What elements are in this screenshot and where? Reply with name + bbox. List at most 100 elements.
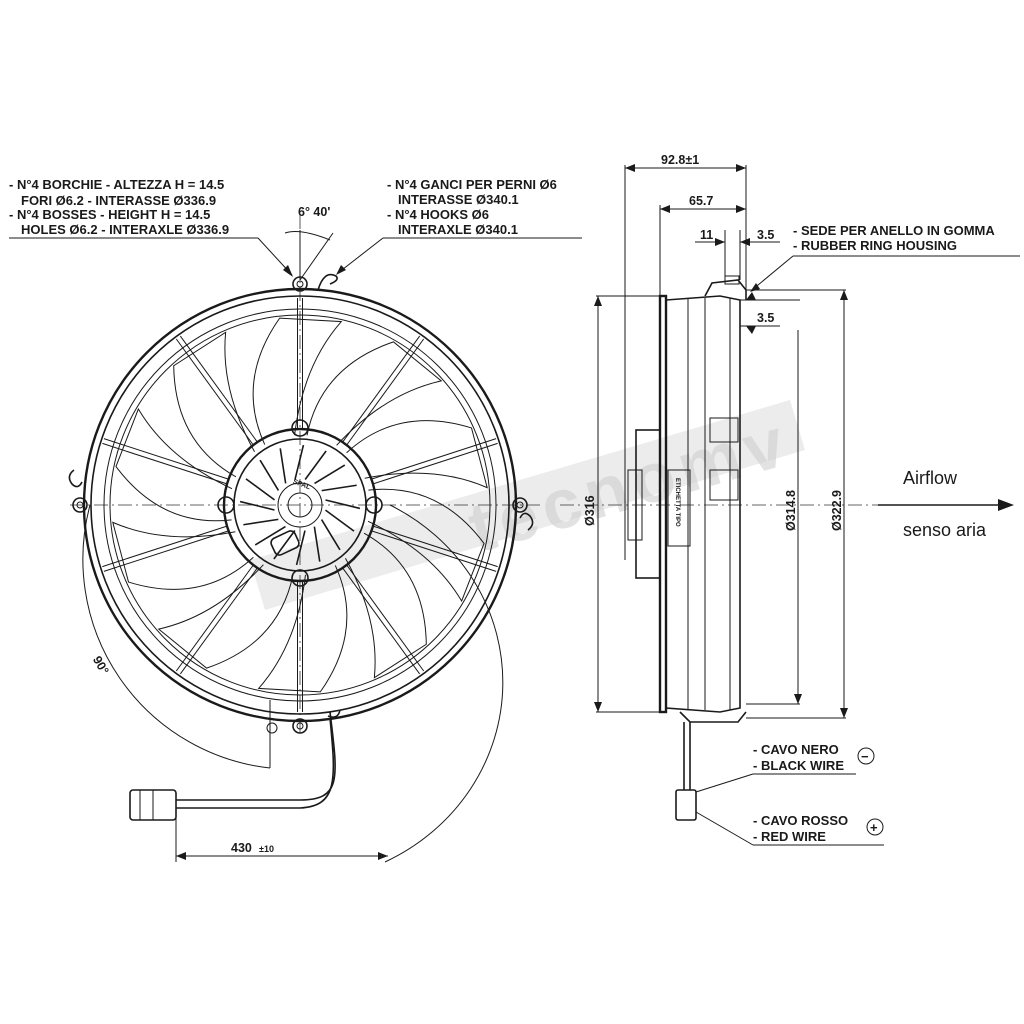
hub-screw-top bbox=[291, 419, 309, 437]
hub-screw-left bbox=[217, 496, 235, 514]
guard-spoke bbox=[372, 442, 498, 485]
angle-side-label: 90° bbox=[90, 654, 112, 677]
red-wire-line-2: - RED WIRE bbox=[753, 829, 826, 844]
shroud-outer-ring bbox=[82, 287, 518, 723]
callout-hooks: - N°4 GANCI PER PERNI Ø6 INTERASSE Ø340.… bbox=[336, 177, 582, 275]
side-motor-housing bbox=[635, 429, 661, 579]
hub-rib bbox=[279, 448, 287, 484]
guard-spoke bbox=[103, 438, 229, 480]
rubber-line-2: - RUBBER RING HOUSING bbox=[793, 238, 957, 253]
shroud-flange-ring bbox=[103, 308, 497, 702]
hub-screw-bottom bbox=[291, 569, 309, 587]
minus-symbol: − bbox=[861, 749, 869, 764]
motor-connector-plate bbox=[270, 530, 300, 556]
plus-symbol: + bbox=[870, 820, 878, 835]
bosses-line-1: - N°4 BORCHIE - ALTEZZA H = 14.5 bbox=[9, 177, 224, 192]
fan-blade bbox=[252, 317, 343, 445]
cable-length-tolerance: ±10 bbox=[259, 844, 274, 854]
rubber-line-1: - SEDE PER ANELLO IN GOMMA bbox=[793, 223, 995, 238]
guard-spoke bbox=[175, 564, 254, 672]
airflow-arrow-head bbox=[998, 499, 1014, 511]
fan-blade bbox=[367, 488, 485, 603]
bosses-line-3: - N°4 BOSSES - HEIGHT H = 14.5 bbox=[9, 207, 210, 222]
guard-spoke bbox=[102, 442, 228, 485]
airflow-label-it: senso aria bbox=[903, 520, 987, 540]
power-cable-second bbox=[176, 711, 336, 801]
angle-top-label: 6° 40' bbox=[298, 205, 330, 219]
guard-spoke bbox=[371, 530, 497, 572]
dia-3148-label: Ø314.8 bbox=[784, 490, 798, 531]
black-wire-line-2: - BLACK WIRE bbox=[753, 758, 844, 773]
front-view: SPAL bbox=[68, 205, 540, 863]
fan-blades bbox=[112, 317, 488, 693]
airflow-label: Airflow bbox=[903, 468, 958, 488]
motor-shaft-cap bbox=[277, 482, 323, 528]
depth-total-label: 92.8±1 bbox=[661, 153, 699, 167]
dim-35-top-label: 3.5 bbox=[757, 228, 774, 242]
hub-rib bbox=[313, 526, 321, 562]
plus-icon bbox=[866, 818, 884, 836]
callout-bosses: - N°4 BORCHIE - ALTEZZA H = 14.5 FORI Ø6… bbox=[9, 177, 293, 277]
watermark-text: tecnomv bbox=[460, 402, 799, 568]
hub-rib bbox=[245, 478, 275, 501]
black-wire-line-1: - CAVO NERO bbox=[753, 742, 839, 757]
hooks-line-1: - N°4 GANCI PER PERNI Ø6 bbox=[387, 177, 557, 192]
hub-rib bbox=[295, 530, 306, 566]
fan-blade bbox=[112, 521, 254, 590]
side-connector bbox=[675, 789, 697, 821]
hub-ribs bbox=[239, 444, 361, 566]
hub-rib bbox=[320, 519, 341, 551]
guard-spoke bbox=[371, 438, 497, 480]
guard-spoke bbox=[179, 335, 258, 443]
hub-screw-right bbox=[365, 496, 383, 514]
hub-rib bbox=[243, 518, 279, 526]
label-sticker-text: ETICHETTA TIPO bbox=[674, 478, 680, 527]
bosses-line-4: HOLES Ø6.2 - INTERAXLE Ø336.9 bbox=[21, 222, 229, 237]
hub-logo: SPAL bbox=[292, 479, 312, 492]
guard-spoke bbox=[179, 567, 258, 675]
guard-spoke bbox=[346, 564, 425, 672]
guard-spoke bbox=[175, 338, 254, 446]
hooks-line-3: - N°4 HOOKS Ø6 bbox=[387, 207, 489, 222]
dia-316-label: Ø316 bbox=[583, 495, 597, 526]
guard-spoke bbox=[372, 525, 498, 568]
red-wire-line-1: - CAVO ROSSO bbox=[753, 813, 848, 828]
depth-body-label: 65.7 bbox=[689, 194, 713, 208]
fan-blade bbox=[345, 532, 427, 679]
dim-11-label: 11 bbox=[700, 228, 713, 242]
fan-blade bbox=[306, 341, 443, 446]
bosses-line-2: FORI Ø6.2 - INTERASSE Ø336.9 bbox=[21, 193, 216, 208]
hub-rib bbox=[304, 450, 327, 480]
hub-rib bbox=[325, 509, 355, 532]
fan-blade bbox=[115, 407, 233, 522]
guard-spoke bbox=[346, 338, 425, 446]
fan-blade bbox=[346, 420, 488, 489]
dia-3229-label: Ø322.9 bbox=[830, 490, 844, 531]
guard-spoke bbox=[342, 335, 421, 443]
shroud-inner-ring bbox=[90, 295, 510, 715]
dim-35-mid-label: 3.5 bbox=[757, 311, 774, 325]
motor-hub-outer bbox=[222, 427, 378, 583]
blade-tip-ring bbox=[109, 314, 491, 696]
hub-rib bbox=[321, 484, 357, 492]
guard-spoke bbox=[102, 525, 228, 568]
hooks-line-4: INTERAXLE Ø340.1 bbox=[398, 222, 518, 237]
rim-hooks bbox=[68, 273, 534, 718]
side-body bbox=[665, 295, 741, 713]
fan-blade bbox=[257, 565, 348, 693]
motor-shaft bbox=[287, 492, 313, 518]
minus-icon bbox=[857, 747, 875, 765]
cable-length-label: 430 bbox=[231, 841, 252, 855]
guard-spoke bbox=[342, 567, 421, 675]
hub-rib bbox=[294, 444, 305, 480]
hub-rib bbox=[314, 464, 346, 485]
hub-rib bbox=[325, 499, 361, 510]
fan-blade bbox=[173, 331, 255, 478]
guard-spokes bbox=[102, 298, 498, 712]
fan-blade bbox=[157, 564, 294, 669]
hub-rib bbox=[259, 459, 280, 491]
angle-arc-90 bbox=[82, 504, 271, 769]
guard-spoke bbox=[103, 530, 229, 572]
hooks-line-2: INTERASSE Ø340.1 bbox=[398, 192, 519, 207]
